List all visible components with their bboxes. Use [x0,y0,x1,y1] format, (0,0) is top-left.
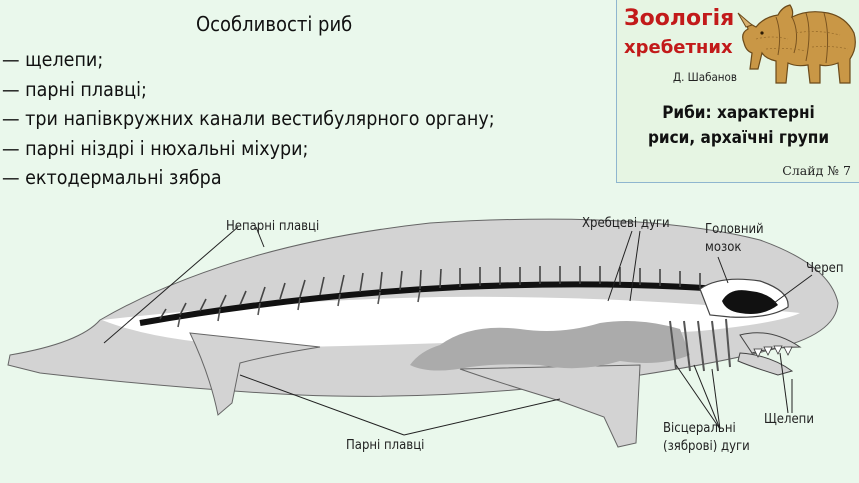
label-visceral-line2: (зяброві) дуги [663,439,750,454]
label-paired-fins: Парні плавці [346,438,425,453]
ribs [177,289,421,328]
label-vertebral-arches: Хребцеві дуги [582,216,670,231]
course-title: Зоологія хребетних [624,4,744,62]
lecture-title-line1: Риби: характерні [662,103,815,123]
teeth [753,345,793,358]
lecture-title: Риби: характерні риси, архаїчні групи [617,101,859,151]
feature-item: — щелепи; [2,48,104,71]
fish-skeleton-diagram [7,218,839,448]
course-title-line2: хребетних [624,37,733,58]
paired-fin-right [459,364,641,448]
feature-item: — парні ніздрі і нюхальні міхури; [2,136,309,160]
label-jaws: Щелепи [764,412,814,427]
label-brain-line2: мозок [705,240,742,255]
features-list: — щелепи; — парні плавці; — три напівкру… [2,45,495,193]
course-title-line1: Зоологія [624,6,735,31]
vertebral-arches [159,266,701,320]
slide-number: Слайд № 7 [782,163,851,178]
visceral-organs [410,321,690,371]
feature-item: — парні плавці; [2,77,147,101]
leader-lines [103,226,813,436]
lower-jaw [737,352,794,376]
slide-title: Особливості риб [196,12,353,36]
brain [722,290,778,314]
spinal-column [139,281,721,326]
label-unpaired-fins: Непарні плавці [226,219,320,234]
label-skull: Череп [806,261,844,276]
label-brain: Головний мозок [705,222,764,256]
gill-arches [669,318,731,372]
label-visceral-arches: Вісцеральні (зяброві) дуги [663,421,750,455]
label-brain-line1: Головний [705,222,764,237]
feature-item: — ектодермальні зябра [2,166,222,189]
course-author: Д. Шабанов [673,70,737,84]
lecture-title-line2: риси, архаїчні групи [647,128,830,148]
feature-item: — три напівкружних канали вестибулярного… [2,107,495,130]
paired-fin-left [189,332,321,416]
label-visceral-line1: Вісцеральні [663,421,736,436]
rhinoceros-illustration [737,4,856,84]
